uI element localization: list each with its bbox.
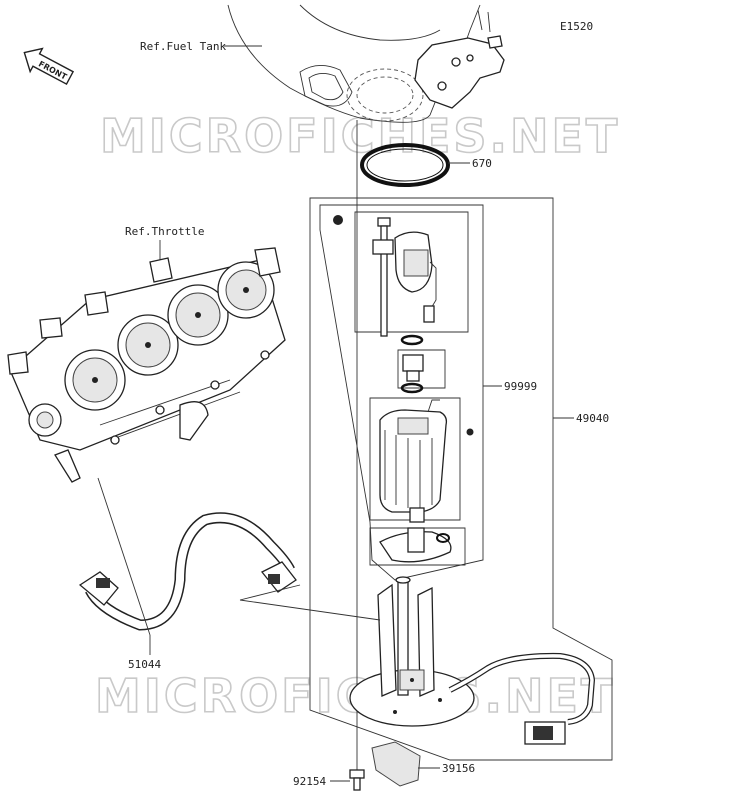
- fuel-filter: [379, 527, 452, 563]
- part-label-670: 670: [472, 157, 492, 170]
- fuel-level-sender: [333, 215, 437, 337]
- o-ring-670: [360, 143, 450, 187]
- pressure-regulator: [402, 354, 424, 382]
- diagram-code: E1520: [560, 20, 593, 33]
- front-arrow-icon: FRONT: [23, 47, 75, 86]
- part-label-99999: 99999: [504, 380, 537, 393]
- ref-fuel-tank: Ref.Fuel Tank: [140, 40, 226, 53]
- ref-throttle: Ref.Throttle: [125, 225, 204, 238]
- throttle-body-assembly: [7, 247, 286, 483]
- part-label-49040: 49040: [576, 412, 609, 425]
- pump-mount-plate: [349, 576, 475, 727]
- watermark-top: MICROFICHES.NET: [100, 109, 620, 163]
- part-label-51044: 51044: [128, 658, 161, 671]
- fuel-hose-51044: [78, 512, 297, 631]
- part-label-39156: 39156: [442, 762, 475, 775]
- part-label-92154: 92154: [293, 775, 326, 788]
- tank-bracket: [414, 9, 505, 109]
- wire-harness: [448, 652, 596, 745]
- cover-39156: [371, 741, 421, 787]
- bolt-92154: [349, 769, 365, 791]
- fuel-pump: [379, 399, 474, 523]
